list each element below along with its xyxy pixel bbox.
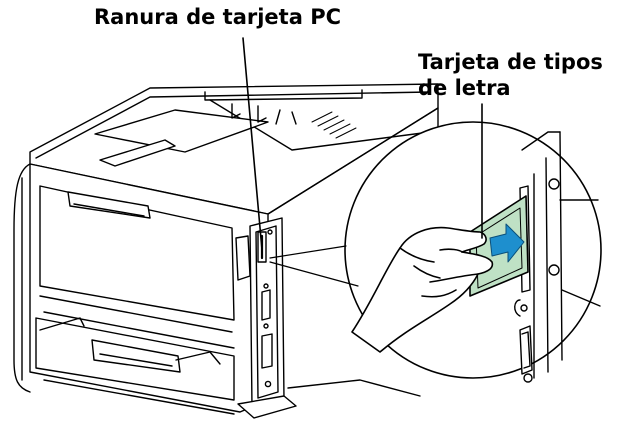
label-font-card: Tarjeta de tipos de letra: [418, 49, 603, 101]
label-pc-card-slot: Ranura de tarjeta PC: [94, 4, 341, 30]
label-font-card-line1: Tarjeta de tipos: [418, 49, 603, 75]
label-font-card-line2: de letra: [418, 75, 603, 101]
